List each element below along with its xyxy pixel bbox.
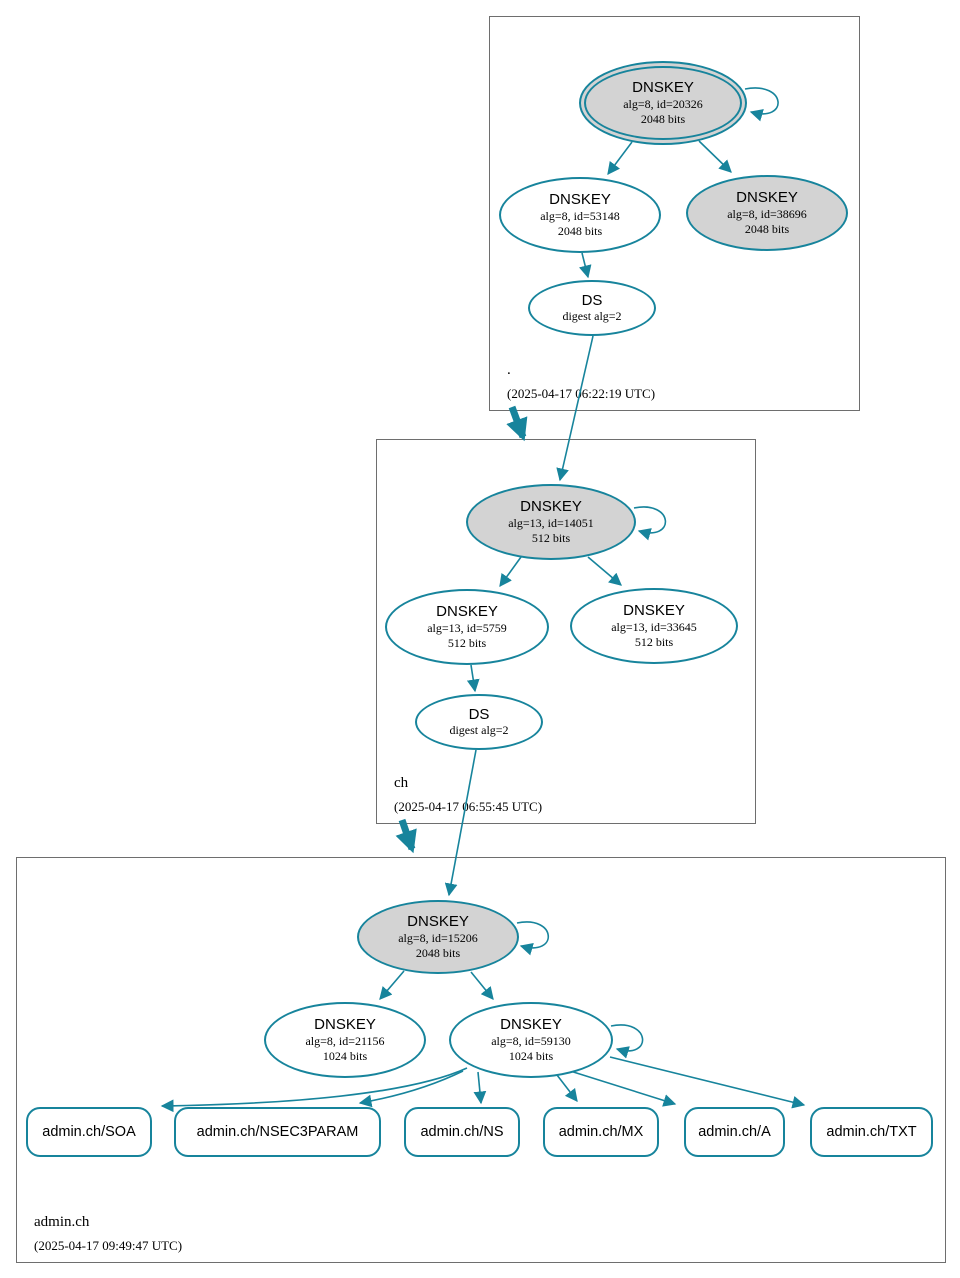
admin-key21156-dnskey-node: DNSKEY alg=8, id=21156 1024 bits (264, 1002, 426, 1078)
ch-ds-node: DS digest alg=2 (415, 694, 543, 750)
ch-key33645-dnskey-node: DNSKEY alg=13, id=33645 512 bits (570, 588, 738, 664)
node-type-label: DNSKEY (623, 602, 685, 620)
node-detail: alg=13, id=33645 (611, 619, 697, 634)
rrset-admin-ch-ns: admin.ch/NS (404, 1107, 520, 1157)
rrset-admin-ch-soa: admin.ch/SOA (26, 1107, 152, 1157)
node-detail: alg=8, id=20326 (623, 96, 703, 111)
node-detail: 2048 bits (557, 223, 603, 238)
node-detail: alg=8, id=38696 (727, 206, 807, 221)
node-detail: alg=8, id=21156 (305, 1033, 385, 1048)
zone-box-admin-ch: admin.ch (2025-04-17 09:49:47 UTC) (16, 857, 946, 1263)
root-zsk-dnskey-node: DNSKEY alg=8, id=53148 2048 bits (499, 177, 661, 253)
node-detail: alg=8, id=53148 (540, 208, 620, 223)
node-detail: 512 bits (634, 634, 674, 649)
node-type-label: DNSKEY (632, 79, 694, 97)
root-ksk-dnskey-node: DNSKEY alg=8, id=20326 2048 bits (579, 61, 747, 145)
zone-timestamp: (2025-04-17 06:22:19 UTC) (507, 386, 656, 401)
rrset-admin-ch-mx: admin.ch/MX (543, 1107, 659, 1157)
rrset-admin-ch-txt: admin.ch/TXT (810, 1107, 933, 1157)
root-standby-dnskey-node: DNSKEY alg=8, id=38696 2048 bits (686, 175, 848, 251)
node-type-label: DNSKEY (314, 1016, 376, 1034)
node-detail: 512 bits (447, 635, 487, 650)
node-detail: digest alg=2 (562, 309, 622, 324)
node-type-label: DNSKEY (549, 191, 611, 209)
node-type-label: DS (468, 705, 490, 723)
zone-label: admin.ch (34, 1214, 90, 1230)
node-detail: 512 bits (531, 530, 571, 545)
delegation-arrow-ch-to-admin-ch (395, 818, 417, 854)
ch-ksk-dnskey-node: DNSKEY alg=13, id=14051 512 bits (466, 484, 636, 560)
rrset-admin-ch-nsec3param: admin.ch/NSEC3PARAM (174, 1107, 381, 1157)
root-ds-node: DS digest alg=2 (528, 280, 656, 336)
node-detail: 2048 bits (744, 221, 790, 236)
node-type-label: DNSKEY (736, 189, 798, 207)
node-type-label: DNSKEY (520, 498, 582, 516)
node-type-label: DNSKEY (407, 913, 469, 931)
node-detail: 1024 bits (508, 1048, 554, 1063)
admin-zsk59130-dnskey-node: DNSKEY alg=8, id=59130 1024 bits (449, 1002, 613, 1078)
delegation-arrow-root-to-ch (506, 405, 528, 442)
node-detail: 1024 bits (322, 1048, 368, 1063)
zone-label: . (507, 362, 511, 378)
node-detail: alg=13, id=5759 (427, 620, 507, 635)
node-detail: alg=13, id=14051 (508, 515, 594, 530)
node-type-label: DNSKEY (500, 1016, 562, 1034)
admin-ksk-dnskey-node: DNSKEY alg=8, id=15206 2048 bits (357, 900, 519, 974)
node-detail: alg=8, id=59130 (491, 1033, 571, 1048)
node-detail: 2048 bits (415, 945, 461, 960)
node-type-label: DS (581, 291, 603, 309)
node-detail: digest alg=2 (449, 723, 509, 738)
zone-label: ch (394, 775, 409, 791)
node-detail: alg=8, id=15206 (398, 930, 478, 945)
node-type-label: DNSKEY (436, 603, 498, 621)
rrset-admin-ch-a: admin.ch/A (684, 1107, 785, 1157)
node-detail: 2048 bits (640, 111, 686, 126)
zone-timestamp: (2025-04-17 06:55:45 UTC) (394, 799, 543, 814)
zone-timestamp: (2025-04-17 09:49:47 UTC) (34, 1238, 183, 1253)
ch-zsk-dnskey-node: DNSKEY alg=13, id=5759 512 bits (385, 589, 549, 665)
